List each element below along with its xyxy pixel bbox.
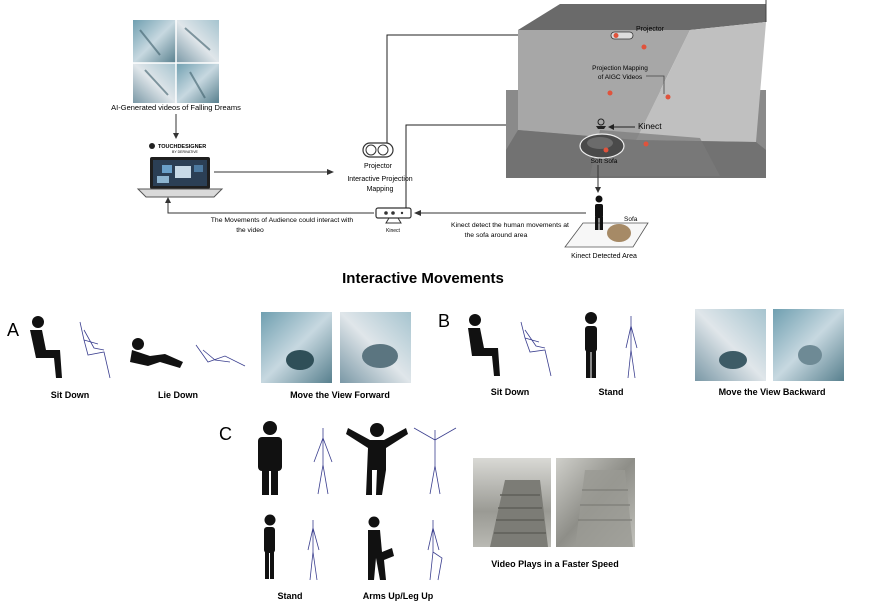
projector-label: Projector bbox=[364, 163, 393, 170]
room-marker-dot bbox=[641, 44, 647, 50]
forward-video-detail bbox=[286, 350, 314, 370]
stand-skeleton-icon bbox=[307, 520, 320, 581]
room-sofa-icon bbox=[579, 133, 625, 159]
kinect-small-label: Kinect bbox=[386, 228, 401, 234]
movements-caption-line1: The Movements of Audience could interact… bbox=[211, 217, 354, 224]
label-faster-speed: Video Plays in a Faster Speed bbox=[491, 559, 618, 569]
label-a-sit-down: Sit Down bbox=[51, 390, 90, 400]
room-mapping-line1: Projection Mapping bbox=[592, 65, 648, 72]
arrow-head-icon bbox=[165, 197, 171, 203]
room-kinect-label: Kinect bbox=[638, 121, 662, 131]
stand-silhouette-icon bbox=[258, 421, 282, 495]
laptop-icon bbox=[136, 157, 224, 198]
room-kinect-icon bbox=[596, 118, 606, 129]
projector-caption-line2: Mapping bbox=[367, 186, 394, 193]
stair-video-thumb-2 bbox=[556, 458, 635, 547]
label-c-stand: Stand bbox=[277, 591, 302, 601]
lie-down-skeleton-icon bbox=[195, 344, 246, 367]
arrow-head-icon bbox=[327, 169, 334, 175]
touchdesigner-logo: TOUCHDESIGNER BY DERIVATIVE bbox=[149, 143, 206, 154]
ai-videos-caption: AI-Generated videos of Falling Dreams bbox=[111, 103, 241, 112]
arrow-kinect-to-laptop bbox=[167, 200, 374, 214]
arrow-head-icon bbox=[608, 124, 614, 130]
arms-up-skeleton-icon bbox=[413, 427, 457, 495]
sit-down-silhouette-icon bbox=[468, 314, 500, 376]
forward-video-detail bbox=[362, 344, 398, 368]
stand-silhouette-icon bbox=[585, 312, 597, 378]
arrow-head-icon bbox=[173, 133, 179, 139]
label-move-forward: Move the View Forward bbox=[290, 390, 390, 400]
sit-down-skeleton-icon bbox=[79, 321, 111, 379]
lie-down-silhouette-icon bbox=[130, 338, 183, 368]
standing-person-icon bbox=[595, 195, 603, 230]
td-logo-subtext: BY DERIVATIVE bbox=[172, 150, 199, 154]
stair-video-thumb-1 bbox=[473, 458, 551, 547]
kinect-detect-line1: Kinect detect the human movements at bbox=[451, 222, 569, 229]
room-projector-label: Projector bbox=[636, 26, 665, 33]
backward-video-detail bbox=[719, 351, 747, 369]
detected-area-floor bbox=[564, 222, 649, 248]
backward-video-thumb-2 bbox=[773, 309, 844, 381]
label-b-stand: Stand bbox=[598, 387, 623, 397]
room-illustration bbox=[506, 0, 767, 178]
section-c-letter: C bbox=[219, 424, 232, 444]
kinect-icon bbox=[375, 207, 412, 224]
section-a-letter: A bbox=[7, 320, 19, 340]
backward-video-thumb-1 bbox=[695, 309, 766, 381]
forward-video-thumb-1 bbox=[261, 312, 332, 383]
arrow-head-icon bbox=[414, 210, 421, 216]
label-a-lie-down: Lie Down bbox=[158, 390, 198, 400]
room-marker-dot bbox=[603, 147, 609, 153]
room-projector-icon bbox=[610, 31, 634, 40]
stand-skeleton-icon bbox=[625, 316, 638, 379]
kinect-detect-line2: the sofa around area bbox=[465, 232, 528, 239]
label-b-sit-down: Sit Down bbox=[491, 387, 530, 397]
sofa-label: Sofa bbox=[624, 216, 638, 223]
room-marker-dot bbox=[607, 90, 613, 96]
leg-up-skeleton-icon bbox=[427, 520, 443, 581]
detected-area-label: Kinect Detected Area bbox=[571, 253, 637, 260]
label-move-backward: Move the View Backward bbox=[719, 387, 826, 397]
sit-down-skeleton-icon bbox=[520, 321, 552, 377]
arms-up-silhouette-icon bbox=[346, 423, 408, 495]
mapping-leader-line bbox=[646, 75, 665, 94]
projector-icon bbox=[362, 142, 394, 158]
td-logo-text: TOUCHDESIGNER bbox=[158, 144, 206, 150]
stand-skeleton-icon bbox=[313, 428, 333, 495]
section-b-letter: B bbox=[438, 311, 450, 331]
ai-videos-collage bbox=[133, 20, 219, 103]
section-title: Interactive Movements bbox=[342, 270, 504, 287]
room-marker-dot bbox=[665, 94, 671, 100]
backward-video-detail bbox=[798, 345, 822, 365]
movements-caption-line2: the video bbox=[236, 227, 264, 234]
stand-silhouette-icon bbox=[264, 514, 276, 579]
leg-up-silhouette-icon bbox=[368, 516, 394, 580]
room-marker-dot bbox=[643, 141, 649, 147]
arrow-head-icon bbox=[595, 187, 601, 193]
room-mapping-line2: of AIGC Videos bbox=[598, 74, 643, 81]
sofa-rock-icon bbox=[607, 224, 631, 242]
label-c-arms-up: Arms Up/Leg Up bbox=[363, 591, 434, 601]
sit-down-silhouette-icon bbox=[30, 316, 62, 378]
room-sofa-label: Soft Sofa bbox=[591, 158, 618, 165]
projector-caption-line1: Interactive Projection bbox=[347, 176, 412, 183]
